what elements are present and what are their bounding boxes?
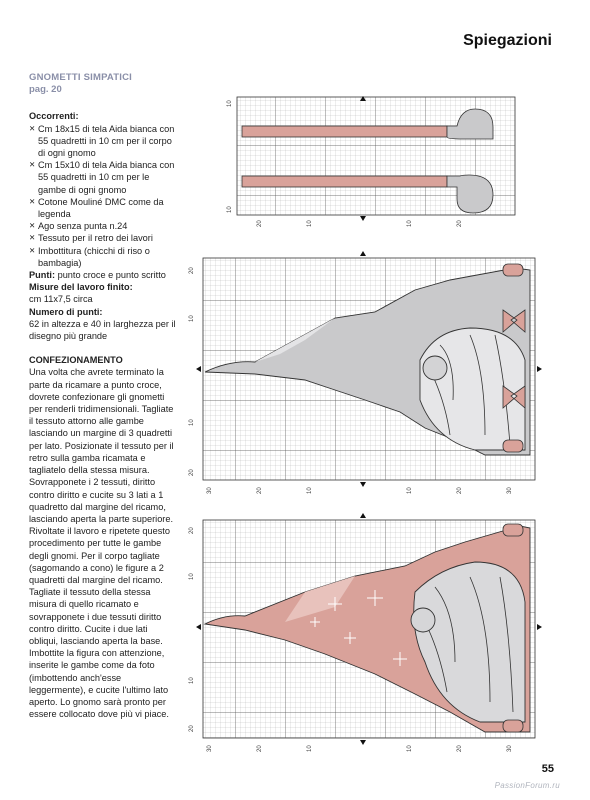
stitches-value: punto croce e punto scritto [55, 270, 166, 281]
axis-label: 10 [307, 745, 313, 752]
gnome-beard [413, 561, 526, 723]
sparkle-icons [310, 590, 407, 666]
axis-label: 30 [207, 487, 213, 494]
center-marker-icon [196, 366, 201, 372]
hand-shape [502, 439, 524, 453]
leg-shape [241, 175, 448, 188]
axis-label: 30 [507, 487, 513, 494]
gnome-nose [422, 355, 448, 381]
stitches-line: Punti: punto croce e punto scritto [29, 269, 177, 281]
material-item: Cm 18x15 di tela Aida bianca con 55 quad… [29, 123, 177, 160]
center-marker-icon [360, 216, 366, 221]
material-item: Imbottitura (chicchi di riso o bambagia) [29, 245, 177, 269]
hand-shape [502, 719, 524, 733]
axis-label: 10 [227, 100, 233, 107]
axis-label: 20 [457, 487, 463, 494]
material-item: Cm 15x10 di tela Aida bianca con 55 quad… [29, 159, 177, 196]
axis-label: 20 [189, 527, 195, 534]
instructions-column: GNOMETTI SIMPATICI pag. 20 Occorrenti: C… [29, 72, 177, 720]
gnome-grey-pattern: 20 10 10 20 30 20 10 10 20 30 [189, 251, 542, 494]
center-marker-icon [360, 96, 366, 101]
axis-label: 20 [257, 220, 263, 227]
center-marker-icon [360, 251, 366, 256]
size-value: cm 11x7,5 circa [29, 294, 93, 305]
material-item: Tessuto per il retro dei lavori [29, 232, 177, 244]
axis-label: 10 [189, 315, 195, 322]
assembly-text: Una volta che avrete terminato la parte … [29, 367, 174, 720]
axis-label: 10 [189, 677, 195, 684]
foot-shape [446, 174, 494, 214]
center-marker-icon [196, 624, 201, 630]
gnome-pink-pattern: 20 10 10 20 30 20 10 10 20 30 [189, 513, 542, 752]
axis-label: 20 [189, 267, 195, 274]
hand-shape [502, 523, 524, 537]
hand-shape [502, 263, 524, 277]
center-marker-icon [537, 366, 542, 372]
axis-label: 30 [207, 745, 213, 752]
material-item: Ago senza punta n.24 [29, 220, 177, 232]
axis-label: 10 [189, 419, 195, 426]
axis-label: 30 [507, 745, 513, 752]
page-number: 55 [541, 763, 554, 775]
stitches-label: Punti: [29, 270, 56, 281]
legs-pattern: 10 10 20 10 10 20 [227, 96, 516, 227]
axis-label: 20 [457, 745, 463, 752]
center-marker-icon [360, 513, 366, 518]
center-marker-icon [360, 740, 366, 745]
materials-list: Cm 18x15 di tela Aida bianca con 55 quad… [29, 123, 177, 269]
assembly-heading: CONFEZIONAMENTO [29, 355, 123, 366]
axis-label: 20 [189, 469, 195, 476]
gnome-nose [410, 607, 436, 633]
center-marker-icon [537, 624, 542, 630]
axis-label: 20 [457, 220, 463, 227]
section-title: GNOMETTI SIMPATICI [29, 72, 132, 83]
points-label: Numero di punti: [29, 306, 103, 317]
axis-label: 10 [307, 487, 313, 494]
center-marker-icon [360, 482, 366, 487]
axis-label: 10 [189, 573, 195, 580]
axis-label: 10 [227, 206, 233, 213]
leg-shape [241, 125, 448, 138]
materials-heading: Occorrenti: [29, 111, 79, 122]
bow-shape [502, 309, 526, 333]
axis-label: 10 [407, 220, 413, 227]
axis-label: 10 [407, 745, 413, 752]
page-header-title: Spiegazioni [463, 32, 552, 49]
size-label: Misure del lavoro finito: [29, 282, 133, 293]
foot-shape [446, 108, 494, 140]
axis-label: 20 [257, 745, 263, 752]
watermark: PassionForum.ru [494, 781, 560, 790]
material-item: Cotone Mouliné DMC come da legenda [29, 196, 177, 220]
axis-label: 20 [257, 487, 263, 494]
points-value: 62 in altezza e 40 in larghezza per il d… [29, 318, 176, 342]
gnome-beard [419, 327, 526, 451]
axis-label: 20 [189, 725, 195, 732]
page-reference: pag. 20 [29, 84, 62, 96]
axis-label: 10 [307, 220, 313, 227]
bow-shape [502, 385, 526, 409]
axis-label: 10 [407, 487, 413, 494]
